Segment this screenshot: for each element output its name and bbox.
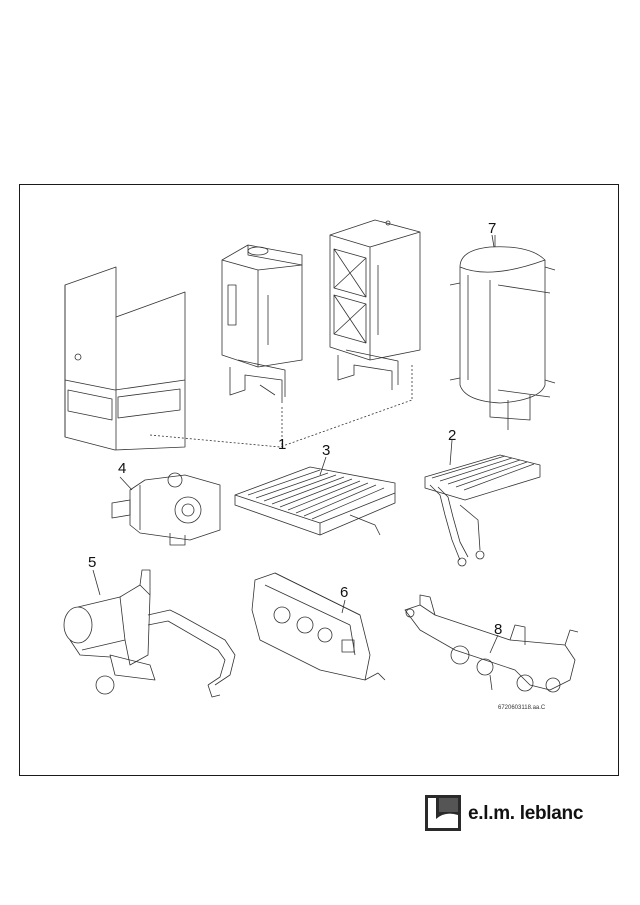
- gas-valve-illustration: [111, 472, 221, 546]
- parts-diagram-frame: 1 2 3 4 5 6 7 8 6720603118.aa.C: [19, 184, 619, 776]
- brand-logo: e.l.m. leblanc: [425, 795, 625, 831]
- expansion-vessel-illustration: [449, 235, 556, 430]
- leader-line-8: [489, 634, 499, 654]
- exploded-view-drawing: [63, 219, 579, 698]
- part-label-2: 2: [448, 427, 457, 444]
- brand-logo-icon: [425, 795, 461, 831]
- pump-group-illustration: [63, 569, 236, 698]
- part-label-8: 8: [494, 621, 503, 638]
- part-label-5: 5: [88, 554, 97, 571]
- part-label-3: 3: [322, 442, 331, 459]
- leader-line-2: [449, 439, 453, 466]
- part-label-4: 4: [118, 460, 127, 477]
- boiler-casing-illustration: [64, 266, 186, 451]
- chassis-illustration: [221, 244, 303, 403]
- control-panel-illustration: [251, 572, 386, 681]
- leader-line-6: [341, 599, 346, 614]
- heat-exchanger-illustration: [424, 454, 541, 567]
- leader-line-5: [92, 569, 101, 596]
- part-label-7: 7: [488, 220, 497, 237]
- hydraulic-block-illustration: [404, 594, 579, 693]
- leader-line-4: [119, 476, 133, 491]
- leader-line-3: [319, 456, 327, 476]
- brand-name: e.l.m. leblanc: [468, 803, 584, 824]
- leader-line-1b: [281, 365, 413, 447]
- part-label-6: 6: [340, 584, 349, 601]
- drawing-reference-code: 6720603118.aa.C: [498, 705, 546, 711]
- insulated-chassis-illustration: [329, 219, 421, 390]
- leader-line-7: [491, 234, 495, 248]
- part-label-1: 1: [278, 436, 287, 453]
- burner-illustration: [234, 466, 396, 536]
